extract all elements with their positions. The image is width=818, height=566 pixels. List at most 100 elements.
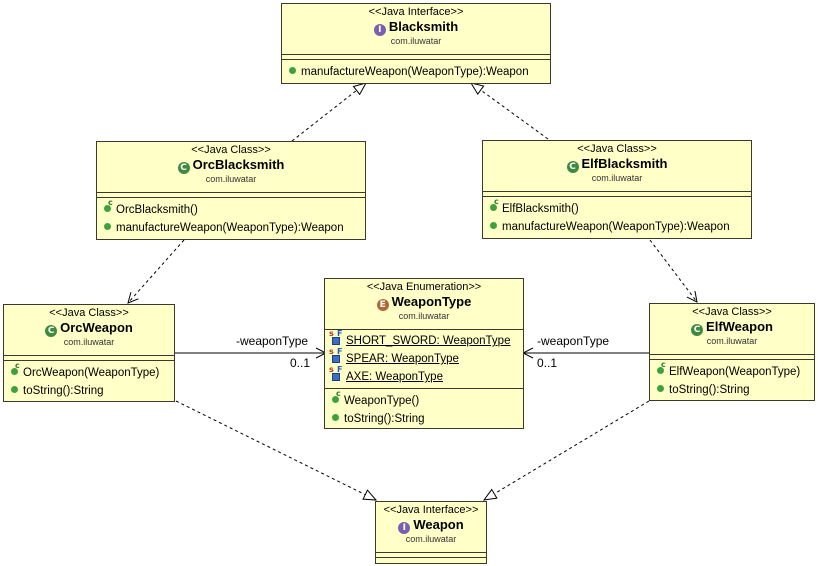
methods-compartment — [376, 557, 486, 562]
method-text: manufactureWeapon(WeaponType):Weapon — [502, 221, 730, 233]
method-text: ElfWeapon(WeaponType) — [669, 366, 801, 378]
enum-icon: E — [376, 299, 389, 311]
field-text: AXE: WeaponType — [346, 371, 443, 383]
class-name: ElfBlacksmith — [581, 156, 668, 171]
realization-elfweapon-weapon — [484, 400, 650, 500]
method-row[interactable]: toString():String — [4, 382, 174, 400]
method-row[interactable]: toString():String — [650, 381, 814, 399]
public-method-icon — [287, 64, 300, 76]
method-row[interactable]: manufactureWeapon(WeaponType):Weapon — [282, 63, 550, 81]
constructor-icon: c — [330, 389, 343, 405]
class-icon: C — [566, 161, 579, 173]
method-row[interactable]: manufactureWeapon(WeaponType):Weapon — [97, 219, 365, 237]
class-name: Weapon — [413, 517, 464, 532]
fields-compartment — [650, 354, 814, 359]
public-method-icon — [655, 382, 668, 394]
method-text: OrcWeapon(WeaponType) — [23, 367, 160, 379]
package-name: com.iluwatar — [591, 173, 643, 183]
method-text: manufactureWeapon(WeaponType):Weapon — [116, 222, 344, 234]
constructor-icon: c — [9, 361, 22, 377]
method-row[interactable]: manufactureWeapon(WeaponType):Weapon — [483, 218, 751, 236]
stereotype: <<Java Class>> — [692, 306, 772, 318]
methods-compartment: manufactureWeapon(WeaponType):Weapon — [282, 59, 550, 84]
class-icon: C — [177, 162, 190, 174]
package-name: com.iluwatar — [405, 534, 457, 544]
method-text: toString():String — [344, 413, 425, 425]
fields-compartment — [483, 191, 751, 196]
method-text: manufactureWeapon(WeaponType):Weapon — [301, 66, 529, 78]
public-method-icon — [330, 411, 343, 423]
dependency-elfblacksmith-elfweapon — [649, 239, 697, 302]
realization-orcblacksmith-blacksmith — [291, 83, 366, 142]
class-name: WeaponType — [391, 294, 472, 309]
stereotype: <<Java Class>> — [191, 144, 271, 156]
field-text: SHORT_SWORD: WeaponType — [346, 335, 511, 347]
realization-orcweapon-weapon — [175, 400, 376, 500]
package-name: com.iluwatar — [398, 311, 450, 321]
class-name: ElfWeapon — [706, 319, 773, 334]
elf-association-multiplicity: 0..1 — [537, 356, 558, 370]
public-method-icon — [488, 219, 501, 231]
constructor-icon: c — [102, 198, 115, 214]
fields-compartment — [376, 552, 486, 557]
field-text: SPEAR: WeaponType — [346, 353, 459, 365]
method-row[interactable]: toString():String — [325, 410, 523, 428]
fields-compartment — [282, 54, 550, 59]
stereotype: <<Java Enumeration>> — [366, 281, 482, 293]
fields-compartment — [97, 192, 365, 197]
dependency-orcblacksmith-orcweapon — [128, 239, 185, 303]
method-text: toString():String — [23, 385, 104, 397]
interface-icon: I — [398, 522, 411, 534]
stereotype: <<Java Interface>> — [383, 504, 479, 516]
method-text: OrcBlacksmith() — [116, 204, 198, 216]
class-icon: C — [691, 324, 704, 336]
method-text: toString():String — [669, 384, 750, 396]
stereotype: <<Java Interface>> — [368, 6, 464, 18]
package-name: com.iluwatar — [63, 337, 115, 347]
stereotype: <<Java Class>> — [49, 307, 129, 319]
orc-association-multiplicity: 0..1 — [290, 356, 311, 370]
constructor-icon: c — [488, 197, 501, 213]
class-name: Blacksmith — [388, 19, 459, 34]
fields-compartment — [4, 355, 174, 360]
class-name: OrcWeapon — [60, 320, 133, 335]
class-icon: C — [45, 325, 58, 337]
package-name: com.iluwatar — [706, 336, 758, 346]
package-name: com.iluwatar — [205, 174, 257, 184]
stereotype: <<Java Class>> — [577, 143, 657, 155]
constructor-icon: c — [655, 360, 668, 376]
realization-elfblacksmith-blacksmith — [471, 83, 549, 140]
public-method-icon — [9, 383, 22, 395]
class-name: OrcBlacksmith — [192, 157, 285, 172]
